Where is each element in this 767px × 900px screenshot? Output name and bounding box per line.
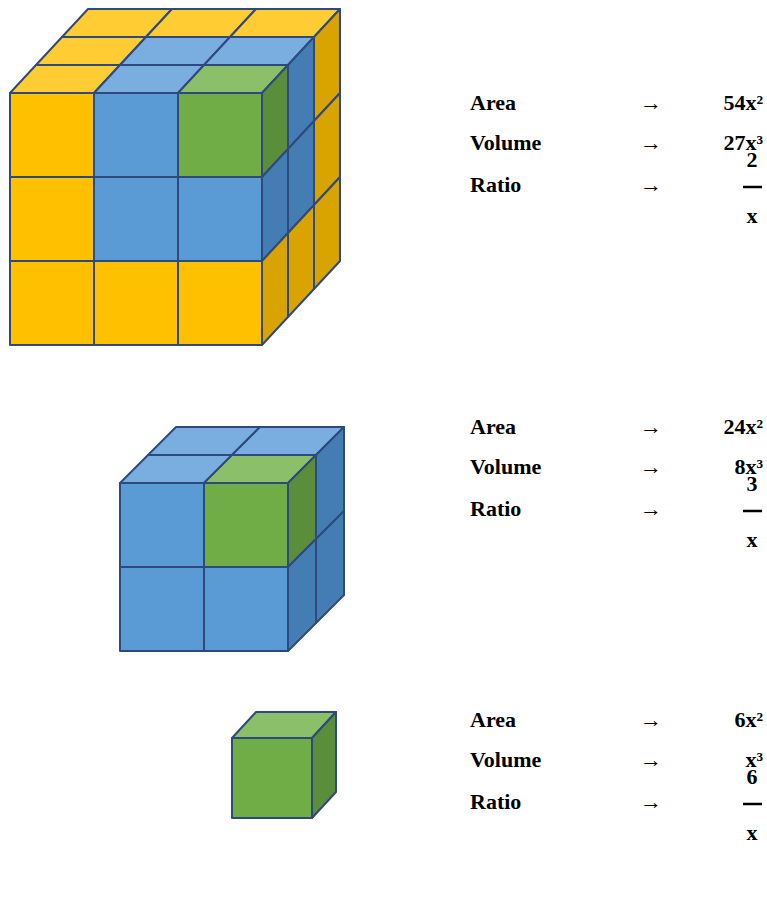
cube-face bbox=[178, 177, 262, 261]
fraction-denominator: x bbox=[747, 203, 758, 229]
arrow-symbol: → bbox=[640, 172, 662, 198]
cube-face bbox=[10, 93, 94, 177]
cube-face bbox=[10, 261, 94, 345]
arrow-symbol: → bbox=[640, 90, 662, 116]
cube-group bbox=[10, 9, 344, 818]
cube-face bbox=[10, 177, 94, 261]
arrow-symbol: → bbox=[640, 496, 662, 522]
cube-face bbox=[288, 539, 316, 651]
cube-face bbox=[316, 511, 344, 623]
cube-face bbox=[94, 261, 178, 345]
cube-face bbox=[120, 567, 204, 651]
cube-face bbox=[204, 483, 288, 567]
fraction-numerator: 6 bbox=[747, 764, 758, 790]
quantity-name: Area bbox=[470, 707, 516, 733]
quantity-value: 54x² bbox=[723, 90, 763, 116]
cube-face bbox=[94, 177, 178, 261]
arrow-symbol: → bbox=[640, 707, 662, 733]
quantity-value: 6x² bbox=[734, 707, 763, 733]
quantity-name: Area bbox=[470, 414, 516, 440]
cube-face bbox=[288, 205, 314, 317]
arrow-symbol: → bbox=[640, 747, 662, 773]
fraction-numerator: 2 bbox=[747, 147, 758, 173]
arrow-symbol: → bbox=[640, 130, 662, 156]
arrow-symbol: → bbox=[640, 454, 662, 480]
quantity-name: Volume bbox=[470, 747, 541, 773]
fraction-bar bbox=[743, 510, 762, 513]
quantity-name: Volume bbox=[470, 130, 541, 156]
arrow-symbol: → bbox=[640, 414, 662, 440]
fraction-numerator: 3 bbox=[747, 471, 758, 497]
fraction-bar bbox=[743, 186, 762, 189]
fraction-denominator: x bbox=[747, 820, 758, 846]
cube-face bbox=[204, 567, 288, 651]
cube-face bbox=[178, 261, 262, 345]
fraction-denominator: x bbox=[747, 527, 758, 553]
cube-face bbox=[120, 483, 204, 567]
cube-face bbox=[312, 712, 336, 818]
quantity-value: 24x² bbox=[723, 414, 763, 440]
cube-face bbox=[178, 93, 262, 177]
cube-face bbox=[262, 233, 288, 345]
quantity-name: Ratio bbox=[470, 496, 521, 522]
fraction-bar bbox=[743, 803, 762, 806]
cube-face bbox=[94, 93, 178, 177]
quantity-name: Ratio bbox=[470, 789, 521, 815]
cube-face bbox=[314, 177, 340, 289]
cube-face bbox=[232, 738, 312, 818]
quantity-name: Volume bbox=[470, 454, 541, 480]
quantity-name: Area bbox=[470, 90, 516, 116]
arrow-symbol: → bbox=[640, 789, 662, 815]
quantity-name: Ratio bbox=[470, 172, 521, 198]
